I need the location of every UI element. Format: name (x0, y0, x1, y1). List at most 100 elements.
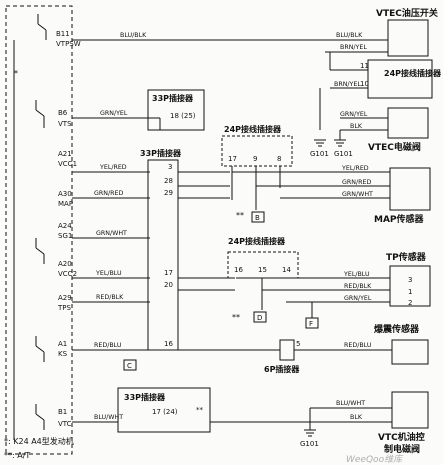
c24p-top-label: 24P接线插接器 (224, 124, 282, 134)
map-sensor-box (389, 167, 431, 211)
rw-map-2: GRN/RED (342, 179, 371, 186)
c33p-top-label: 33P插接器 (152, 93, 194, 103)
tp-pin-0: 3 (408, 276, 412, 284)
pin-a29-name: TPS (57, 304, 71, 312)
rw-tp-2: RED/BLK (344, 283, 372, 290)
c24p-top-pin-0: 17 (228, 155, 237, 163)
label-vtec-pressure-switch: VTEC油压开关 (376, 7, 438, 19)
pin-a24-id: A24 (58, 222, 72, 230)
rw-vtec-sol-1: GRN/YEL (340, 111, 368, 118)
pin-a20-name: VCC2 (58, 270, 77, 278)
label-map-sensor: MAP传感器 (374, 213, 425, 225)
c6p-pin: 5 (296, 340, 300, 348)
note-double-star-d: ** (232, 313, 240, 322)
note-double-star-b: ** (236, 211, 244, 220)
pin-b1-name: VTC (58, 420, 72, 428)
note-star-mark: * (14, 69, 18, 78)
c33p-mid-pin-3: 17 (164, 269, 173, 277)
c24p-top-pin-1: 9 (253, 155, 257, 163)
c33p-mid-pin-0: 3 (168, 163, 172, 171)
pin-b11-id: B11 (56, 30, 70, 38)
pin-a24-name: SG1 (58, 232, 72, 240)
c33p-mid-pin-4: 20 (164, 281, 173, 289)
label-24p-right: 24P接线插接器 (384, 68, 442, 78)
rw-vtc-2: BLK (350, 414, 363, 421)
wire-b11: BLU/BLK (120, 32, 147, 39)
c33p-bot-label: 33P插接器 (124, 392, 166, 402)
wire-a29: RED/BLK (96, 294, 124, 301)
c24p-mid-pin-0: 16 (234, 266, 243, 274)
pin-a1-id: A1 (58, 340, 67, 348)
label-knock-sensor: 爆震传感器 (374, 323, 420, 335)
rw-map-3: GRN/WHT (342, 191, 373, 198)
rw-vtec-switch: BLU/BLK (336, 32, 363, 39)
wire-a21: YEL/RED (99, 164, 127, 171)
pin-a30-id: A30 (58, 190, 72, 198)
c24p-mid-label: 24P接线插接器 (228, 236, 286, 246)
connector-33p-mid (147, 159, 179, 351)
wire-a30: GRN/RED (94, 190, 123, 197)
vtc-solenoid-box (391, 391, 429, 429)
c24p-top-pin-2: 8 (277, 155, 281, 163)
tp-pin-1: 1 (408, 288, 412, 296)
rw-brn-yel-top: BRN/YEL (340, 44, 367, 51)
connector-33p-top (147, 89, 205, 131)
c33p-mid-label: 33P插接器 (140, 148, 182, 158)
c33p-mid-pin-2: 29 (164, 189, 173, 197)
connector-6p (279, 339, 295, 361)
24p-right-box (367, 59, 433, 99)
c24p-mid-pin-2: 14 (282, 266, 291, 274)
knock-sensor-box (391, 339, 429, 365)
ground-label-3: G101 (300, 440, 319, 448)
pin-a21-id: A21 (58, 150, 72, 158)
vtec-pressure-switch-box (387, 19, 429, 57)
rw-vtc-1: BLU/WHT (336, 400, 365, 407)
rw-tp-1: YEL/BLU (343, 271, 370, 278)
note-k24: *: K24 A4型发动机 (4, 436, 74, 446)
label-vtec-solenoid: VTEC电磁阀 (368, 141, 421, 153)
c33p-mid-pin-5: 16 (164, 340, 173, 348)
c33p-bot-pin: 17 (24) (152, 408, 178, 416)
pin-b6-id: B6 (58, 109, 68, 117)
pin-a21-name: VCC1 (58, 160, 77, 168)
vtec-solenoid-box (387, 107, 429, 139)
note-at: **: A/T (4, 451, 30, 460)
tp-pin-2: 2 (408, 299, 412, 307)
wire-b6: GRN/YEL (100, 110, 128, 117)
rw-24p-pin-1: 10 (360, 80, 369, 88)
tp-sensor-box (389, 265, 431, 307)
pin-b1-id: B1 (58, 408, 67, 416)
rw-brn-yel-bottom: BRN/YEL (334, 81, 361, 88)
label-vtc-solenoid-1: VTC机油控 (378, 431, 425, 443)
connector-24p-mid (227, 251, 299, 279)
rw-24p-pin-0: 11 (360, 62, 369, 70)
rw-vtec-sol-2: BLK (350, 123, 363, 130)
ground-tag-c: C (127, 362, 132, 370)
rw-tp-3: GRN/YEL (344, 295, 372, 302)
rw-knock: RED/BLU (344, 342, 372, 349)
ground-label-1: G101 (310, 150, 329, 158)
c6p-label: 6P插接器 (264, 364, 300, 374)
c24p-mid-pin-1: 15 (258, 266, 267, 274)
rw-map-1: YEL/RED (341, 165, 369, 172)
ground-tag-f: F (309, 320, 313, 328)
ground-tag-d: D (257, 314, 262, 322)
ground-tag-b: B (255, 214, 260, 222)
c33p-bot-mark: ** (196, 406, 204, 414)
pin-a1-name: KS (58, 350, 68, 358)
pin-a29-id: A29 (58, 294, 72, 302)
c33p-top-pin: 18 (25) (170, 112, 196, 120)
wire-b1: BLU/WHT (94, 414, 123, 421)
connector-33p-bot (117, 387, 211, 433)
wire-a1: RED/BLU (94, 342, 122, 349)
label-vtc-solenoid-2: 制电磁阀 (384, 443, 420, 455)
ground-label-2: G101 (334, 150, 353, 158)
pin-b11-name: VTPSW (56, 40, 81, 48)
wire-a24: GRN/WHT (96, 230, 127, 237)
label-tp-sensor: TP传感器 (386, 251, 427, 263)
ecm-box (5, 5, 73, 455)
pin-a20-id: A20 (58, 260, 72, 268)
connector-24p-top (221, 135, 293, 167)
pin-a30-name: MAP (58, 200, 73, 208)
